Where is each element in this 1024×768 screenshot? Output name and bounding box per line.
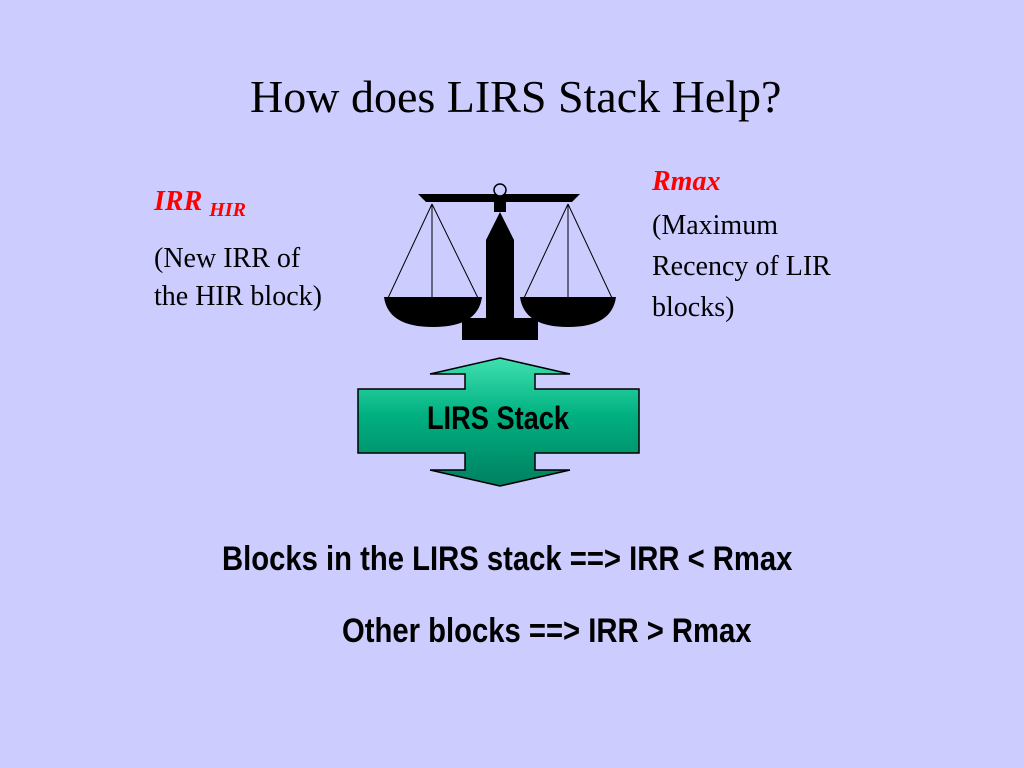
rule-other-blocks: Other blocks ==> IRR > Rmax: [342, 612, 752, 650]
irr-hir-label: IRR HIR: [154, 186, 246, 221]
irr-label-sub: HIR: [209, 199, 246, 221]
irr-desc-line: (New IRR of: [154, 243, 301, 274]
irr-description: (New IRR of the HIR block): [154, 240, 322, 316]
irr-desc-line: the HIR block): [154, 281, 322, 312]
stack-double-arrow-icon: [357, 357, 640, 487]
rmax-desc-line: Recency of LIR: [652, 251, 831, 282]
rmax-desc-line: blocks): [652, 292, 735, 323]
rule-lirs-blocks: Blocks in the LIRS stack ==> IRR < Rmax: [222, 540, 793, 578]
irr-label-main: IRR: [154, 186, 203, 217]
lirs-stack-label: LIRS Stack: [426, 400, 570, 436]
slide-title: How does LIRS Stack Help?: [250, 71, 782, 122]
rmax-description: (Maximum Recency of LIR blocks): [652, 205, 831, 328]
rmax-desc-line: (Maximum: [652, 210, 778, 241]
balance-scale-icon: [384, 183, 616, 340]
rmax-label: Rmax: [652, 166, 721, 197]
